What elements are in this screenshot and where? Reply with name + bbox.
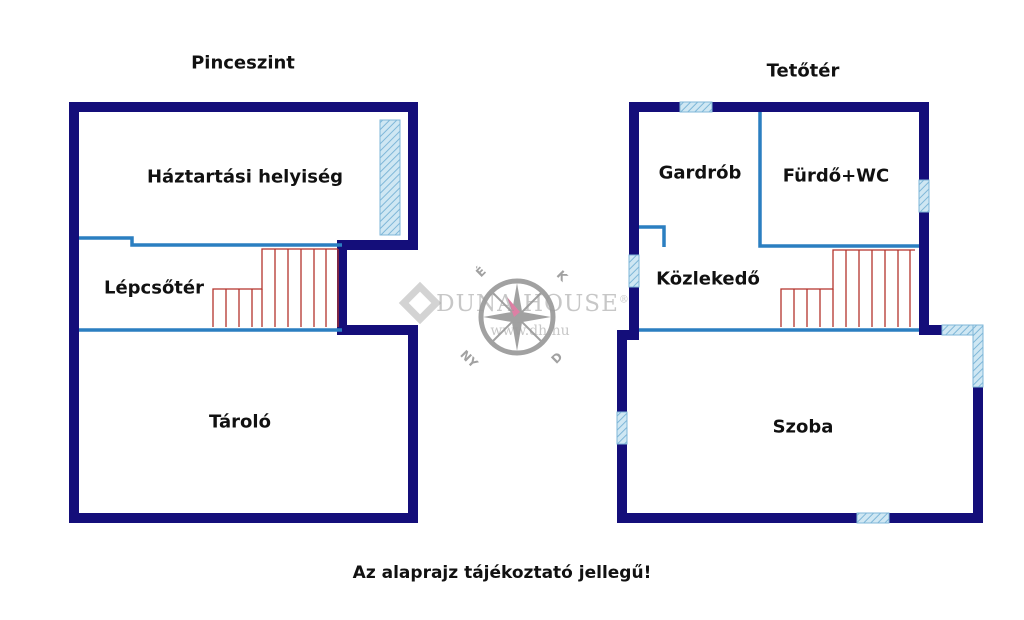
basement-title: Pinceszint bbox=[191, 52, 295, 74]
attic-window-left bbox=[616, 411, 628, 445]
basement-plan bbox=[69, 102, 418, 523]
room-label-gardrob: Gardrób bbox=[658, 162, 742, 184]
attic-window-corner-side bbox=[972, 324, 984, 388]
room-label-kozlekedo: Közlekedő bbox=[656, 268, 760, 290]
basement-interior-wall-upper bbox=[79, 236, 342, 247]
attic-wardrobe-stub bbox=[639, 225, 666, 247]
room-label-furdo: Fürdő+WC bbox=[782, 165, 890, 187]
room-label-tarolo: Tároló bbox=[209, 411, 271, 433]
attic-stairs bbox=[780, 249, 915, 327]
room-label-lepcsoter: Lépcsőtér bbox=[103, 277, 205, 299]
watermark-logo bbox=[398, 278, 556, 356]
house-logo-icon bbox=[398, 281, 442, 325]
compass-icon bbox=[478, 278, 556, 356]
watermark-brand: DUNA HOUSE® bbox=[436, 291, 630, 317]
basement-window bbox=[379, 119, 401, 236]
room-label-szoba: Szoba bbox=[772, 416, 834, 438]
watermark-brand-text: DUNA HOUSE bbox=[436, 291, 619, 317]
disclaimer-text: Az alaprajz tájékoztató jellegű! bbox=[352, 563, 652, 583]
attic-window-bath bbox=[918, 179, 930, 213]
watermark-url: www.dh.hu bbox=[490, 323, 570, 339]
attic-plan bbox=[616, 101, 984, 524]
room-label-haztartasi: Háztartási helyiség bbox=[146, 166, 344, 188]
watermark-registered: ® bbox=[618, 294, 630, 306]
attic-window-bottom bbox=[856, 512, 890, 524]
basement-stairs bbox=[212, 248, 339, 327]
attic-window-top bbox=[679, 101, 713, 113]
attic-window-hall bbox=[628, 254, 640, 288]
attic-bathroom-wall bbox=[758, 112, 919, 248]
attic-title: Tetőtér bbox=[766, 60, 840, 82]
